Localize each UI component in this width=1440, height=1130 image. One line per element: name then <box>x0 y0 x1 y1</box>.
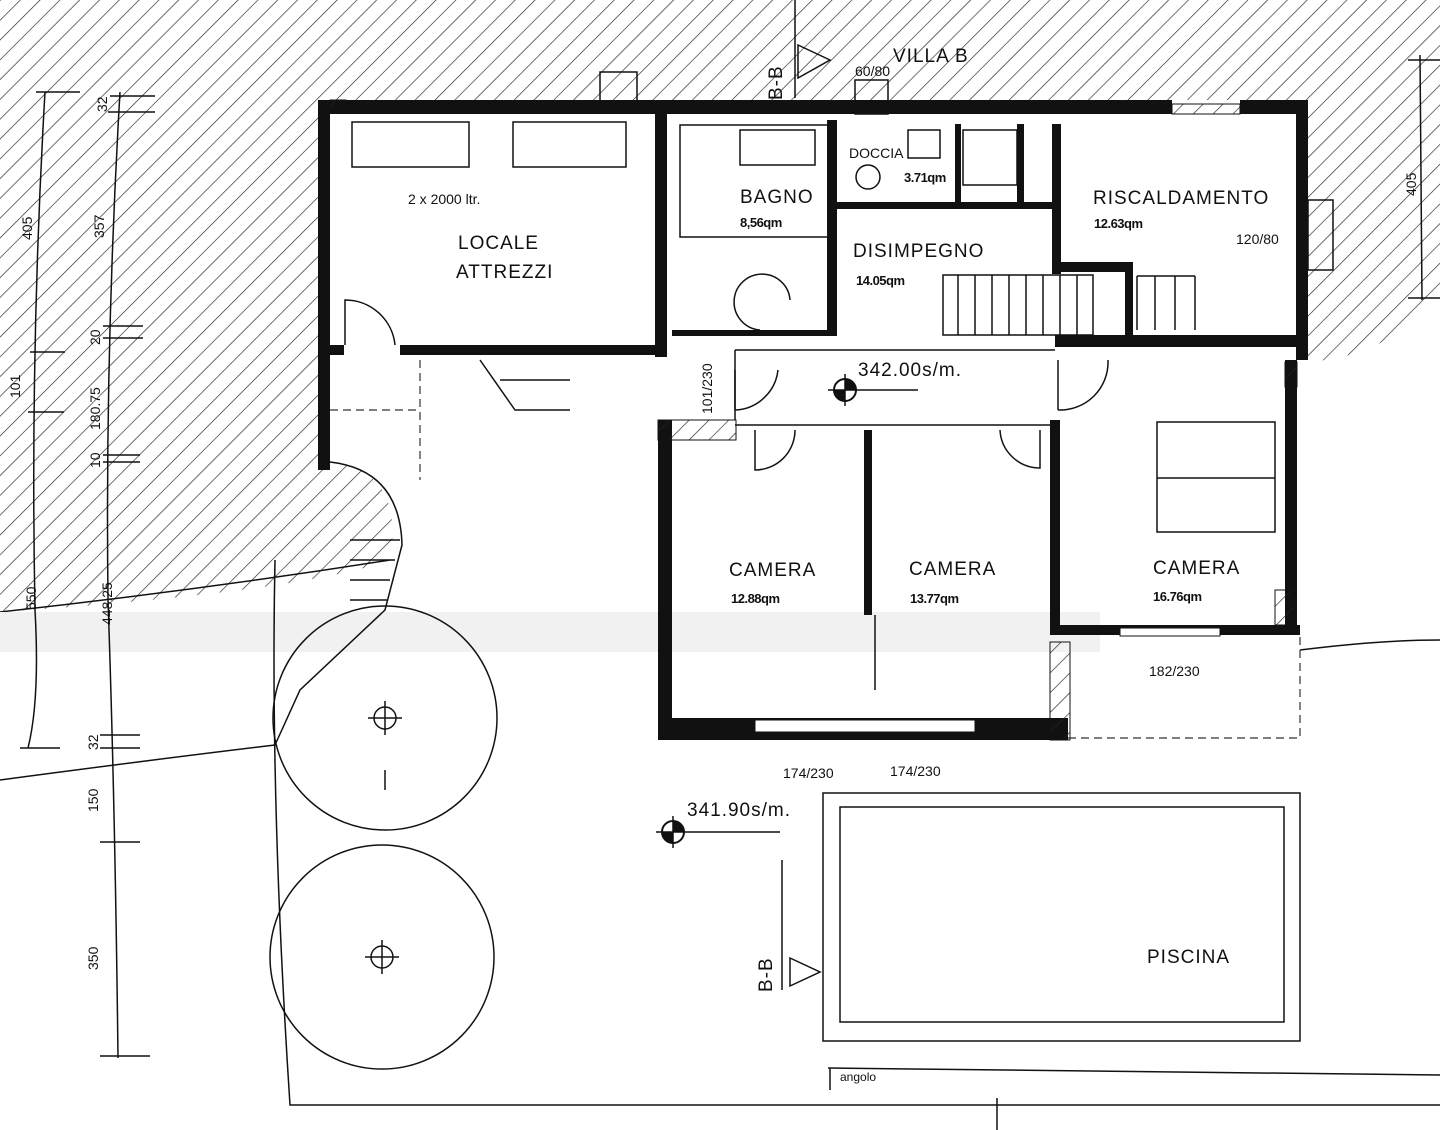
dim-405: 405 <box>19 216 35 240</box>
dim-101: 101 <box>7 374 23 398</box>
riscaldamento-label: RISCALDAMENTO <box>1093 188 1269 209</box>
camera-3-area: 16.76qm <box>1153 589 1202 604</box>
riscaldamento-area: 12.63qm <box>1094 216 1143 231</box>
dim-10: 10 <box>87 452 103 468</box>
dim-448-25: 448.25 <box>99 582 115 625</box>
walls <box>318 99 1308 741</box>
pool-label: PISCINA <box>1147 947 1230 968</box>
disimpegno-label: DISIMPEGNO <box>853 241 984 262</box>
camera-2-label: CAMERA <box>909 559 996 580</box>
dimension-chain-right: 405 <box>1403 54 1440 301</box>
opening-60-80: 60/80 <box>855 63 890 79</box>
ground-shadow <box>0 612 1100 652</box>
site-lines <box>0 559 1440 1130</box>
section-marker-bottom: B-B <box>756 860 822 992</box>
dim-180-75: 180.75 <box>87 387 103 430</box>
opening-120-80: 120/80 <box>1236 231 1279 247</box>
doccia-label: DOCCIA <box>849 145 904 161</box>
level-label-1: 342.00s/m. <box>858 360 962 381</box>
level-marker-1: 342.00s/m. <box>828 360 962 406</box>
dim-32-bottom: 32 <box>85 734 101 750</box>
camera-3-label: CAMERA <box>1153 558 1240 579</box>
opening-174-230-a: 174/230 <box>783 765 834 781</box>
ground-line-right <box>1299 639 1440 651</box>
tree-2 <box>269 844 495 1070</box>
opening-182-230: 182/230 <box>1149 663 1200 679</box>
camera-1-area: 12.88qm <box>731 591 780 606</box>
pool: PISCINA <box>822 792 1301 1042</box>
locale-label: LOCALE <box>458 233 539 254</box>
opening-174-230-b: 174/230 <box>890 763 941 779</box>
villa-title: VILLA B <box>893 46 969 67</box>
ground-line <box>0 559 391 613</box>
dim-32-top: 32 <box>94 96 110 112</box>
section-label-bottom: B-B <box>756 957 777 992</box>
doccia-area: 3.71qm <box>904 170 946 185</box>
dim-350: 350 <box>85 946 101 970</box>
section-label-top: B-B <box>766 65 787 100</box>
tree-1 <box>272 605 498 831</box>
level-label-2: 341.90s/m. <box>687 800 791 821</box>
terrain-hatch <box>0 0 1440 612</box>
dim-550: 550 <box>23 586 39 610</box>
disimpegno-area: 14.05qm <box>856 273 905 288</box>
section-marker-top: B-B <box>766 0 832 100</box>
level-marker-2: 341.90s/m. <box>656 800 791 848</box>
fixtures <box>274 71 1276 746</box>
opening-101-230: 101/230 <box>699 363 715 414</box>
camera-1-label: CAMERA <box>729 560 816 581</box>
dim-20: 20 <box>87 329 103 345</box>
dim-150: 150 <box>85 788 101 812</box>
angolo-label: angolo <box>840 1070 876 1084</box>
locale-note: 2 x 2000 ltr. <box>408 191 480 207</box>
locale-label-2: ATTREZZI <box>456 262 553 283</box>
dim-405-right: 405 <box>1403 172 1419 196</box>
dim-357: 357 <box>91 214 107 238</box>
dimension-chain-left: 405 101 550 32 357 20 180.75 10 448.25 3… <box>7 91 155 1059</box>
bagno-label: BAGNO <box>740 187 814 208</box>
bagno-area: 8,56qm <box>740 215 782 230</box>
camera-2-area: 13.77qm <box>910 591 959 606</box>
